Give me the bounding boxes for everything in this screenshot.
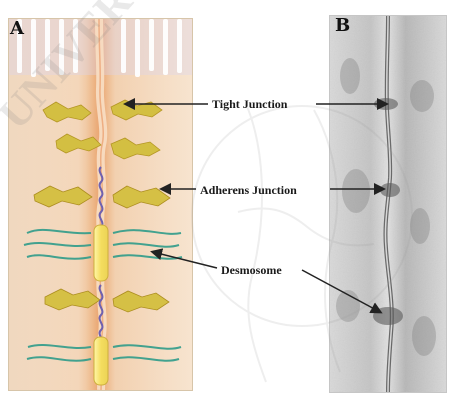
label-adherens-junction: Adherens Junction (200, 184, 297, 196)
label-tight-junction: Tight Junction (212, 98, 287, 110)
cell-junction-schematic (9, 19, 192, 390)
panel-label-b: B (335, 17, 350, 35)
panel-label-a: A (10, 20, 24, 38)
electron-micrograph (330, 16, 446, 392)
panel-a-schematic (8, 18, 193, 391)
panel-b-micrograph (329, 15, 447, 393)
label-desmosome: Desmosome (221, 264, 282, 276)
